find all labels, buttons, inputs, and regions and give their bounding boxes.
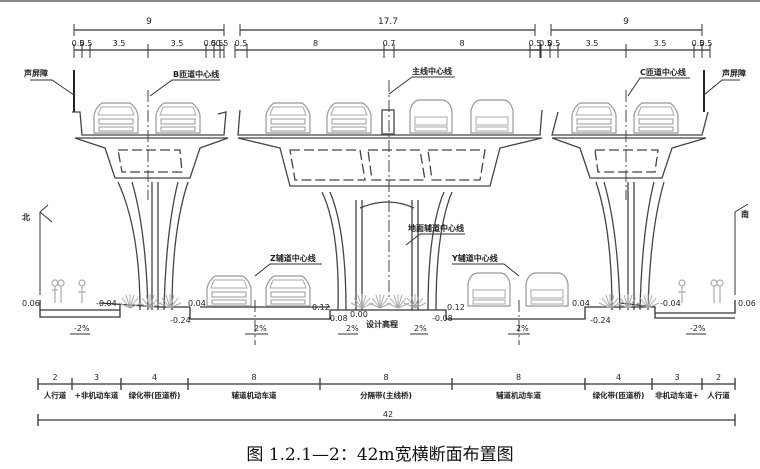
dim-part-label: 8	[459, 39, 464, 48]
label-y-aux-centerline: Y辅道中心线	[451, 253, 498, 263]
leader-lines	[30, 76, 749, 295]
bottom-dim-label: 人行道	[44, 390, 67, 400]
elev-z-right: 0.12	[312, 303, 330, 312]
bottom-dim-value: 3	[674, 373, 679, 382]
label-north: 北	[22, 212, 30, 222]
bottom-dim-label: 绿化带(匝道桥)	[129, 390, 181, 400]
slope-center-right: 2%	[414, 324, 427, 333]
dim-part-label: 8	[313, 39, 318, 48]
label-south: 南	[741, 209, 749, 219]
top-border	[0, 0, 760, 2]
bottom-dim-value: 8	[383, 373, 388, 382]
dim-total-width: 42	[383, 410, 393, 419]
dim-part-label: 3.5	[586, 39, 599, 48]
label-c-ramp-centerline: C匝道中心线	[640, 67, 686, 77]
bottom-dim-label: 分隔带(主线桥)	[360, 390, 412, 400]
elev-left-edge: 0.06	[22, 299, 40, 308]
pedestrians-cyclists	[51, 279, 724, 303]
elev-right-median: 0.04	[572, 299, 590, 308]
bottom-dim-label: +非机动车道	[75, 390, 119, 400]
slope-right-walk: -2%	[690, 324, 706, 333]
bottom-dim-label: 辅道机动车道	[232, 390, 277, 400]
elev-left-median: 0.04	[188, 299, 206, 308]
bottom-dim-value: 2	[52, 373, 57, 382]
label-design-elevation: 设计高程	[366, 319, 398, 329]
bottom-dimension-ticks	[37, 378, 736, 390]
bottom-dim-label: 人行道	[707, 390, 730, 400]
label-z-aux-centerline: Z辅道中心线	[270, 253, 316, 263]
dim-part-label: 0.5	[216, 39, 229, 48]
elev-left-curb-low: -0.24	[170, 316, 191, 325]
dim-part-label: 0.5	[700, 39, 713, 48]
dim-left-total: 9	[146, 17, 152, 27]
elev-right-walk-inner: -0.04	[660, 299, 681, 308]
dim-part-label: 0.5	[211, 39, 224, 48]
label-noise-barrier-left: 声屏障	[23, 68, 48, 78]
dim-part-label: 0.5	[539, 39, 552, 48]
dim-main-total: 17.7	[378, 17, 398, 27]
elev-y-left: 0.12	[447, 303, 465, 312]
slope-y-road: 2%	[516, 324, 529, 333]
bottom-dim-value: 4	[616, 373, 621, 382]
slope-left-walk: -2%	[74, 324, 90, 333]
dim-part-label: 0.5	[548, 39, 561, 48]
bottom-dim-value: 2	[716, 373, 721, 382]
top-dimension-lines	[74, 29, 710, 51]
bridge-structure	[72, 70, 709, 311]
bottom-dim-value: 8	[516, 373, 521, 382]
bottom-dim-value: 4	[152, 373, 157, 382]
dim-part-label: 0.5	[529, 39, 542, 48]
dim-part-label: 3.5	[113, 39, 126, 48]
ground-profile	[39, 300, 736, 320]
elev-right-curb-low: -0.24	[590, 316, 611, 325]
dim-part-label: 3.5	[654, 39, 667, 48]
figure-caption: 图 1.2.1—2：42m宽横断面布置图	[246, 445, 514, 465]
bottom-dim-label: 绿化带(匝道桥)	[593, 390, 645, 400]
slope-z-road: 2%	[254, 324, 267, 333]
elev-right-edge: 0.06	[738, 299, 756, 308]
bottom-dim-label: 非机动车道+	[655, 390, 699, 400]
dim-right-total: 9	[623, 17, 629, 27]
dim-part-label: 0.5	[692, 39, 705, 48]
elev-y-left-low: -0.08	[432, 314, 453, 323]
dim-part-label: 0.5	[235, 39, 248, 48]
deck-cars	[93, 99, 679, 134]
label-main-centerline: 主线中心线	[412, 66, 452, 76]
label-b-ramp-centerline: B匝道中心线	[173, 69, 219, 79]
top-dimension-ticks	[73, 24, 711, 58]
dim-part-label: 0.5	[80, 39, 93, 48]
ground-cars	[206, 272, 569, 307]
slope-center-left: 2%	[346, 324, 359, 333]
elev-left-walk-inner: -0.04	[96, 299, 117, 308]
dim-part-label: 0.5	[204, 39, 217, 48]
elev-z-right-low: -0.08	[327, 314, 348, 323]
label-ground-aux-centerline: 地面辅道中心线	[408, 223, 464, 233]
dim-part-label: 0.5	[72, 39, 85, 48]
bottom-dim-value: 3	[94, 373, 99, 382]
label-noise-barrier-right: 声屏障	[721, 68, 746, 78]
elev-center-mark: 0.00	[350, 310, 368, 319]
bottom-dimension-lines	[37, 383, 736, 426]
bottom-dim-label: 辅道机动车道	[496, 390, 541, 400]
bottom-dim-value: 8	[251, 373, 256, 382]
dim-part-label: 3.5	[171, 39, 184, 48]
dim-part-label: 0.7	[383, 39, 396, 48]
